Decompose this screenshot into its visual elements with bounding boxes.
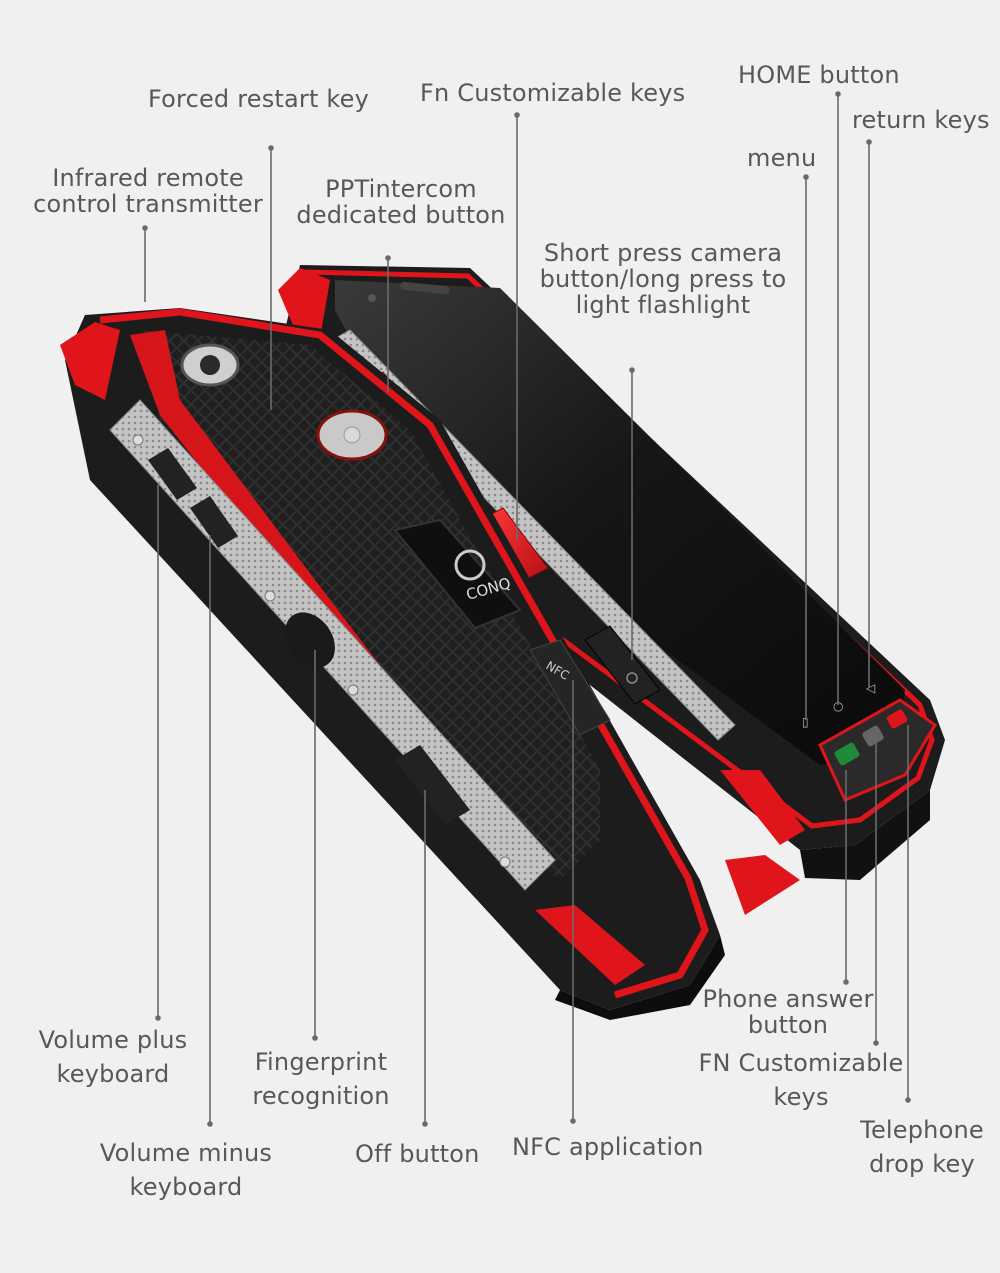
leader-home bbox=[835, 91, 841, 705]
fn-small-key bbox=[862, 725, 884, 747]
leader-fingerprint bbox=[312, 650, 318, 1041]
camera-key-icon bbox=[626, 672, 638, 684]
leader-menu bbox=[803, 174, 809, 720]
screw bbox=[347, 684, 359, 696]
back-bumper-bottom bbox=[535, 905, 645, 985]
leader-volume-minus bbox=[207, 535, 213, 1127]
leader-lines bbox=[142, 91, 911, 1127]
rear-camera-lens bbox=[200, 355, 220, 375]
label-ppt-intercom: PPTintercom dedicated button bbox=[296, 175, 506, 229]
leader-fn-bottom bbox=[873, 740, 879, 1046]
label-menu: menu bbox=[747, 144, 817, 172]
back-bumper-bottom-right bbox=[725, 855, 800, 915]
label-telephone-drop: Telephone drop key bbox=[860, 1116, 984, 1178]
leader-forced-restart bbox=[268, 145, 274, 410]
label-fn-customizable-keys-top: Fn Customizable keys bbox=[420, 79, 686, 107]
earpiece bbox=[400, 281, 450, 295]
label-return-keys: return keys bbox=[852, 106, 990, 134]
screw bbox=[264, 590, 276, 602]
label-forced-restart-key: Forced restart key bbox=[148, 85, 370, 113]
camera-key bbox=[584, 625, 661, 705]
leader-volume-plus bbox=[155, 485, 161, 1021]
leader-nfc bbox=[570, 680, 576, 1124]
volume-minus-key bbox=[190, 496, 238, 548]
leader-return bbox=[866, 139, 872, 688]
nfc-area bbox=[529, 639, 611, 736]
menu-key-icon: ▯ bbox=[802, 715, 809, 729]
fingerprint-sensor bbox=[285, 612, 335, 668]
front-bumper-bottom bbox=[720, 770, 805, 845]
label-home-button: HOME button bbox=[738, 61, 900, 89]
label-volume-plus: Volume plus keyboard bbox=[38, 1026, 188, 1088]
label-nfc-application: NFC application bbox=[512, 1133, 704, 1161]
off-key bbox=[395, 745, 470, 825]
screw bbox=[132, 434, 144, 446]
label-fingerprint: Fingerprint recognition bbox=[252, 1048, 390, 1110]
back-phone: CONQ NFC bbox=[60, 308, 800, 1020]
answer-key bbox=[834, 742, 860, 766]
label-fn-customizable-keys-bottom: FN Customizable keys bbox=[698, 1049, 904, 1111]
back-tread-panel bbox=[140, 330, 600, 880]
label-volume-minus: Volume minus keyboard bbox=[99, 1139, 273, 1201]
label-phone-answer: Phone answer button bbox=[702, 985, 874, 1039]
back-bumper-top-left bbox=[60, 322, 120, 400]
return-key-icon: ◁ bbox=[865, 681, 875, 695]
screw bbox=[499, 856, 511, 868]
leader-ppt bbox=[385, 255, 391, 392]
leader-phone-answer bbox=[843, 770, 849, 985]
label-off-button: Off button bbox=[355, 1140, 480, 1168]
front-camera bbox=[368, 294, 376, 302]
logo-swirl-icon bbox=[454, 549, 486, 581]
rear-speaker-center bbox=[343, 426, 361, 444]
leader-off bbox=[422, 790, 428, 1127]
bottom-key-cluster bbox=[818, 698, 937, 802]
front-screen bbox=[335, 280, 905, 765]
hangup-key bbox=[886, 709, 908, 729]
leader-infrared bbox=[142, 225, 148, 302]
label-infrared-transmitter: Infrared remote control transmitter bbox=[33, 164, 263, 218]
leader-telephone-drop bbox=[905, 725, 911, 1103]
leader-camera bbox=[629, 367, 635, 660]
label-camera-flashlight: Short press camera button/long press to … bbox=[539, 239, 787, 319]
back-lower-shell bbox=[555, 935, 725, 1020]
front-lower-shell bbox=[800, 790, 930, 880]
leader-fn-top bbox=[514, 112, 520, 540]
home-key-icon: ○ bbox=[833, 699, 843, 713]
volume-plus-key bbox=[148, 448, 197, 500]
